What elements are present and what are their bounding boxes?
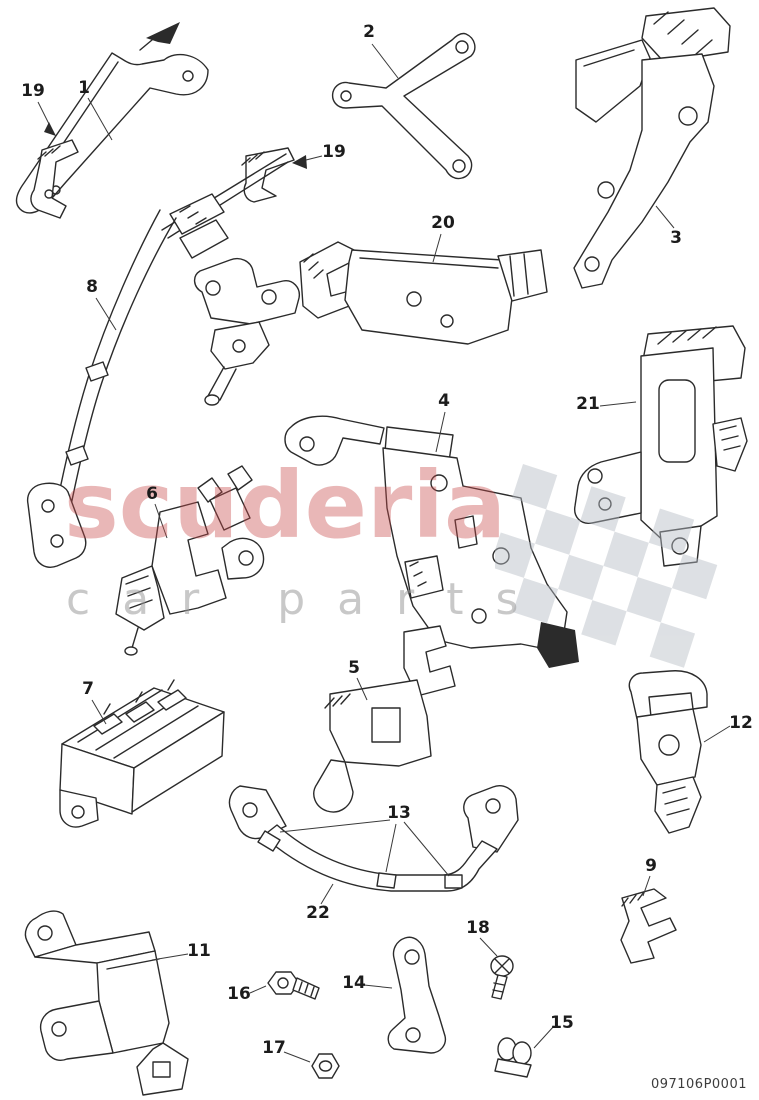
callout-5: 5 (348, 658, 360, 678)
part-11-bracket (24, 910, 189, 1096)
callout-16: 16 (227, 984, 251, 1004)
callout-1: 1 (78, 78, 90, 98)
callout-17: 17 (262, 1038, 286, 1058)
part-17-nut (311, 1053, 340, 1079)
callout-21: 21 (576, 394, 600, 414)
callout-8: 8 (86, 277, 98, 297)
part-20-bracket (299, 241, 548, 345)
drawing-part-number: 097106P0001 (650, 1077, 747, 1092)
part-14-bracket (387, 936, 447, 1054)
callout-13: 13 (387, 803, 411, 823)
callout-22: 22 (306, 903, 330, 923)
callout-3: 3 (670, 228, 682, 248)
callout-2: 2 (363, 22, 375, 42)
part-2-bracket (331, 32, 476, 180)
callout-leader-lines (37, 43, 731, 1063)
part-1-bracket (15, 22, 209, 214)
part-9-clip (620, 888, 677, 964)
callout-6: 6 (146, 484, 158, 504)
part-18-screw (490, 955, 514, 1000)
callout-15: 15 (550, 1013, 574, 1033)
callout-14: 14 (342, 973, 366, 993)
part-3-bracket (573, 7, 731, 289)
part-21-bracket (574, 325, 748, 567)
part-8-clamp-cluster (193, 257, 300, 406)
callout-11: 11 (187, 941, 211, 961)
callout-18: 18 (466, 918, 490, 938)
part-7-holder (59, 679, 225, 828)
callout-4: 4 (438, 391, 450, 411)
callout-9: 9 (645, 856, 657, 876)
part-6-bracket (115, 465, 265, 656)
part-15-grommet (494, 1037, 532, 1078)
part-19-clip-right (241, 147, 295, 203)
callout-20: 20 (431, 213, 455, 233)
callout-12: 12 (729, 713, 753, 733)
callout-7: 7 (82, 679, 94, 699)
callout-19-a: 19 (21, 81, 45, 101)
part-19-clip-left (30, 139, 79, 219)
part-8-strap (26, 153, 289, 568)
part-16-bolt (267, 971, 320, 1000)
part-5-bracket (313, 625, 456, 813)
part-12-bracket (628, 670, 708, 834)
callout-19-b: 19 (322, 142, 346, 162)
part-4-bracket (284, 415, 579, 668)
part-22-bracket (228, 785, 519, 892)
